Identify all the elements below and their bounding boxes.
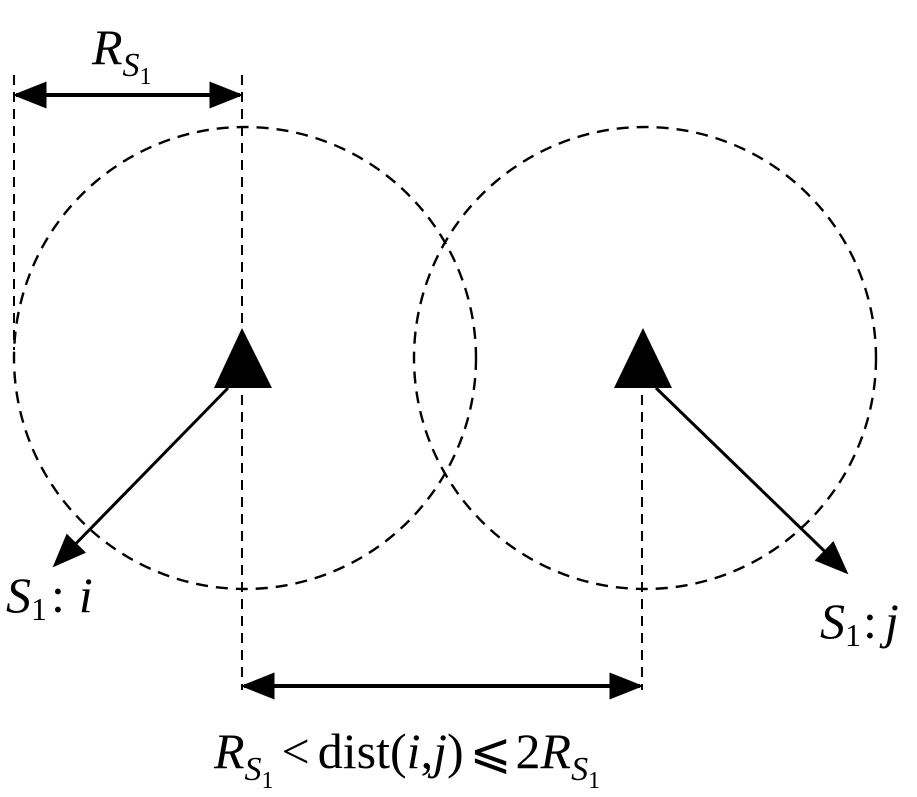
coverage-circle-j xyxy=(412,125,878,591)
direction-arrow-j xyxy=(654,386,849,575)
node-j-label: S1:j xyxy=(820,593,899,653)
node-i-label: S1:i xyxy=(6,567,93,627)
coverage-circle-i xyxy=(12,125,478,591)
sensor-node-i-triangle-icon xyxy=(214,328,272,388)
radius-label: RS1 xyxy=(91,19,152,90)
distance-condition-label: RS1<dist(i,j)⩽2RS1 xyxy=(213,723,600,794)
direction-arrow-i xyxy=(52,386,230,568)
sensor-node-j-triangle-icon xyxy=(614,328,672,388)
